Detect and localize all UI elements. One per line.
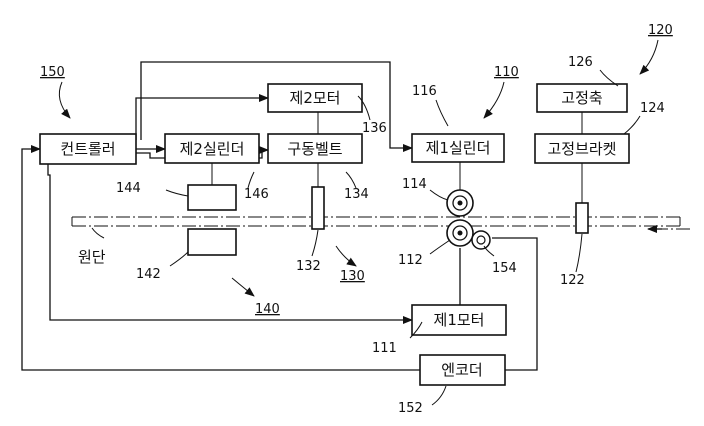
encoder-label: 엔코더: [441, 361, 482, 379]
lower-roller: [447, 220, 473, 246]
lower-pressing-block: [188, 229, 236, 255]
second-motor-box: 제2모터: [268, 84, 362, 112]
first-cylinder-label: 제1실린더: [426, 139, 491, 157]
fixed-shaft-box: 고정축: [537, 84, 627, 112]
ref-152: 152: [398, 401, 423, 416]
second-motor-label: 제2모터: [290, 89, 341, 107]
belt-element: [312, 187, 324, 229]
ref-132: 132: [296, 259, 321, 274]
ref-116: 116: [412, 84, 437, 99]
ref-130: 130: [340, 269, 365, 284]
fixed-bracket-label: 고정브라켓: [547, 140, 616, 158]
first-cylinder-box: 제1실린더: [412, 134, 504, 162]
ref-154: 154: [492, 261, 517, 276]
upper-roller: [447, 190, 473, 216]
ref-120: 120: [648, 23, 673, 38]
ref-111: 111: [372, 341, 397, 356]
ref-150: 150: [40, 65, 65, 80]
ref-144: 144: [116, 181, 141, 196]
ref-114: 114: [402, 177, 427, 192]
ref-142: 142: [136, 267, 161, 282]
ref-110: 110: [494, 65, 519, 80]
ref-134: 134: [344, 187, 369, 202]
ref-122: 122: [560, 273, 585, 288]
controller-box: 컨트롤러: [40, 134, 136, 164]
upper-pressing-block: [188, 185, 236, 210]
fabric-label: 원단: [78, 248, 106, 266]
encoder-roller: [472, 231, 490, 249]
drive-belt-label: 구동벨트: [287, 140, 342, 158]
ref-112: 112: [398, 253, 423, 268]
controller-label: 컨트롤러: [60, 140, 115, 158]
first-motor-label: 제1모터: [434, 311, 485, 329]
fixed-bracket-box: 고정브라켓: [535, 134, 629, 163]
ref-124: 124: [640, 101, 665, 116]
ref-140: 140: [255, 302, 280, 317]
encoder-box: 엔코더: [420, 355, 505, 385]
second-cylinder-label: 제2실린더: [180, 140, 245, 158]
first-motor-box: 제1모터: [412, 305, 506, 335]
drive-belt-box: 구동벨트: [268, 134, 362, 163]
fixed-shaft-label: 고정축: [561, 89, 602, 107]
bracket-element: [576, 203, 588, 233]
second-cylinder-box: 제2실린더: [165, 134, 259, 163]
ref-146: 146: [244, 187, 269, 202]
ref-126: 126: [568, 55, 593, 70]
ref-136: 136: [362, 121, 387, 136]
